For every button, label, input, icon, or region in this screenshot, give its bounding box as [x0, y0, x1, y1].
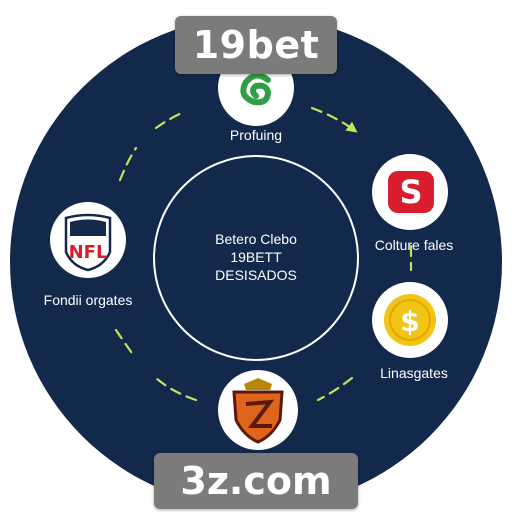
node-bottom	[218, 370, 298, 450]
brand-banner-top: 19bet	[175, 16, 337, 74]
red-s-badge-icon: S	[388, 171, 434, 213]
node-right-upper-label: Colture fales	[374, 237, 454, 253]
connector-left-upper	[118, 146, 138, 182]
svg-text:$: $	[400, 305, 419, 338]
center-text: Betero Clebo 19BETT DESISADOS	[215, 230, 297, 284]
outer-circle	[10, 16, 502, 508]
node-left: NFL	[50, 202, 126, 278]
gold-dollar-coin-icon: $	[384, 294, 436, 346]
svg-text:NFL: NFL	[69, 242, 108, 263]
node-right-upper: S	[372, 154, 448, 230]
green-spiral-icon	[240, 72, 272, 106]
center-line-3: DESISADOS	[215, 267, 297, 283]
node-right-lower: $	[372, 282, 448, 358]
connector-top-left	[154, 110, 186, 130]
connector-right-bottom	[316, 376, 354, 402]
svg-text:S: S	[399, 173, 422, 211]
domain-banner-bottom: 3z.com	[154, 453, 358, 509]
crest-shield-icon	[232, 378, 284, 444]
nfl-shield-icon: NFL	[64, 213, 112, 272]
center-line-2: 19BETT	[230, 249, 282, 265]
inner-ring	[153, 155, 359, 361]
arrow-top-to-right	[310, 106, 358, 133]
connector-bottom-left	[154, 376, 198, 402]
center-line-1: Betero Clebo	[215, 231, 297, 247]
node-top-label: Profuing	[229, 127, 283, 143]
node-left-label: Fondii orgates	[43, 292, 133, 308]
connector-left-lower	[114, 328, 136, 358]
node-right-lower-label: Linasgates	[380, 365, 448, 381]
